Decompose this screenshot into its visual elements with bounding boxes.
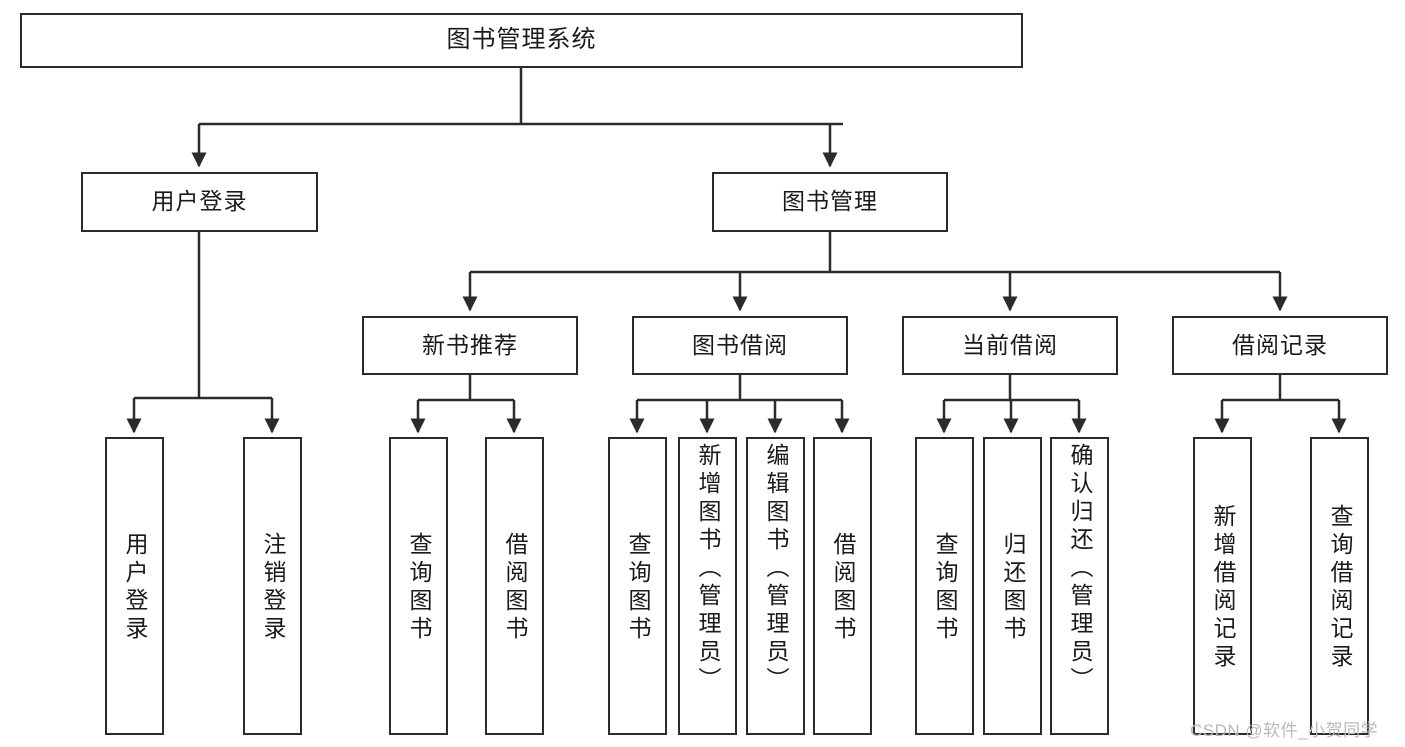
leaf-borrow-query-book[interactable]: 查询图书 [608,437,667,735]
leaf-current-confirm-return-label: 确认归还（管理员） [1067,443,1093,695]
node-current-borrow[interactable]: 当前借阅 [902,316,1118,375]
leaf-borrow-edit-book[interactable]: 编辑图书（管理员） [746,437,805,735]
node-current-borrow-label: 当前借阅 [962,331,1058,358]
leaf-records-query-record-label: 查询借阅记录 [1327,504,1353,672]
leaf-new-book-query-label: 查询图书 [406,532,432,644]
leaf-records-add-record-label: 新增借阅记录 [1210,504,1236,672]
leaf-borrow-add-book-label: 新增图书（管理员） [695,443,721,695]
leaf-new-book-borrow[interactable]: 借阅图书 [485,437,544,735]
leaf-borrow-borrow-book-label: 借阅图书 [830,532,856,644]
leaf-current-query-book-label: 查询图书 [932,532,958,644]
node-book-management[interactable]: 图书管理 [712,172,948,232]
node-borrow-records-label: 借阅记录 [1232,331,1328,358]
leaf-current-confirm-return[interactable]: 确认归还（管理员） [1050,437,1109,735]
leaf-current-query-book[interactable]: 查询图书 [915,437,974,735]
leaf-current-return-book[interactable]: 归还图书 [983,437,1042,735]
leaf-records-add-record[interactable]: 新增借阅记录 [1193,437,1252,735]
node-book-management-label: 图书管理 [782,188,878,215]
leaf-user-login-logout[interactable]: 注销登录 [243,437,302,735]
leaf-borrow-query-book-label: 查询图书 [625,532,651,644]
node-root-label: 图书管理系统 [446,26,597,54]
node-new-book-recommend-label: 新书推荐 [422,331,518,358]
node-root[interactable]: 图书管理系统 [20,13,1023,68]
leaf-new-book-borrow-label: 借阅图书 [502,532,528,644]
node-borrow-records[interactable]: 借阅记录 [1172,316,1388,375]
node-user-login[interactable]: 用户登录 [81,172,318,232]
leaf-borrow-edit-book-label: 编辑图书（管理员） [763,443,789,695]
leaf-user-login-login[interactable]: 用户登录 [105,437,164,735]
csdn-watermark: CSDN @软件_小贺同学 [1190,721,1379,740]
node-new-book-recommend[interactable]: 新书推荐 [362,316,578,375]
node-book-borrow[interactable]: 图书借阅 [632,316,848,375]
node-book-borrow-label: 图书借阅 [692,331,788,358]
leaf-borrow-add-book[interactable]: 新增图书（管理员） [678,437,737,735]
leaf-user-login-logout-label: 注销登录 [260,532,286,644]
leaf-new-book-query[interactable]: 查询图书 [389,437,448,735]
node-user-login-label: 用户登录 [151,188,248,215]
leaf-records-query-record[interactable]: 查询借阅记录 [1310,437,1369,735]
leaf-borrow-borrow-book[interactable]: 借阅图书 [813,437,872,735]
leaf-user-login-login-label: 用户登录 [122,532,148,644]
leaf-current-return-book-label: 归还图书 [1000,532,1026,644]
